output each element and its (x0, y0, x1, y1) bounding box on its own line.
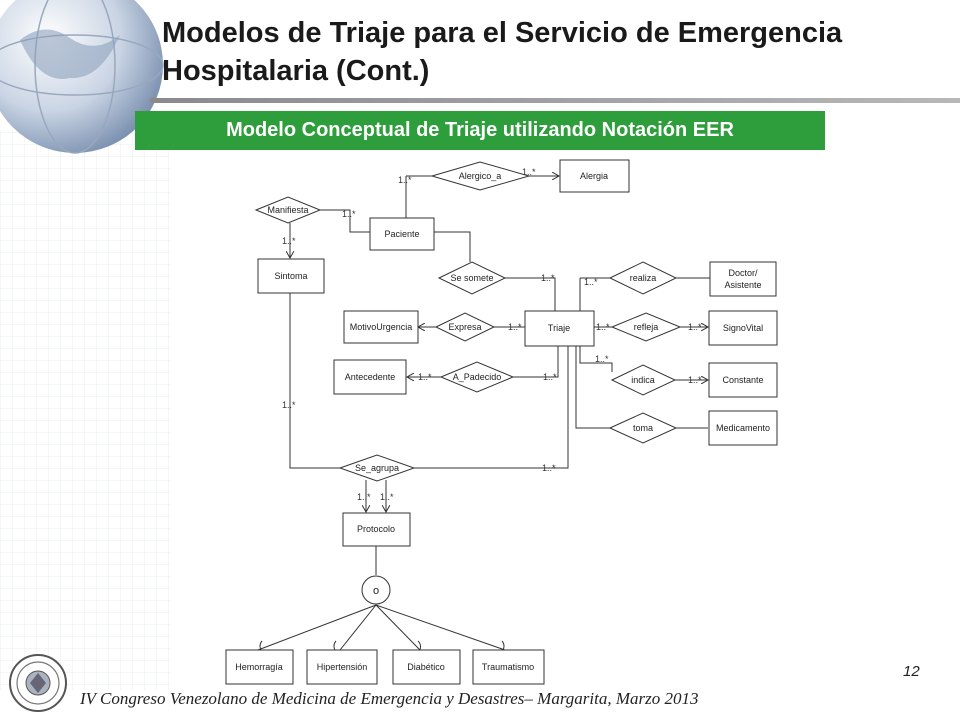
card-label: 1..* (542, 463, 556, 473)
svg-text:toma: toma (633, 423, 653, 433)
svg-text:Paciente: Paciente (384, 229, 419, 239)
connectors (257, 176, 710, 655)
svg-text:Manifiesta: Manifiesta (267, 205, 308, 215)
title-line-2: Hospitalaria (Cont.) (162, 55, 430, 87)
svg-text:Expresa: Expresa (448, 322, 481, 332)
svg-text:Constante: Constante (722, 375, 763, 385)
svg-text:Doctor/: Doctor/ (728, 268, 758, 278)
svg-text:realiza: realiza (630, 273, 657, 283)
svg-text:Medicamento: Medicamento (716, 423, 770, 433)
entity-diabetico: Diabético (392, 649, 461, 685)
svg-text:Alergia: Alergia (580, 171, 608, 181)
svg-text:Traumatismo: Traumatismo (482, 662, 534, 672)
entity-hemorragia: Hemorragía (225, 649, 294, 685)
page-number: 12 (903, 663, 920, 680)
card-label: 1..* (418, 372, 432, 382)
rel-toma: toma (608, 412, 678, 444)
card-label: 1..* (688, 375, 702, 385)
card-label: 1..* (596, 322, 610, 332)
svg-text:Sintoma: Sintoma (274, 271, 307, 281)
rel-refleja: refleja (610, 312, 682, 342)
relationships: Alergico_a Manifiesta Se somete realiza … (254, 161, 682, 482)
entity-protocolo: Protocolo (342, 512, 411, 547)
cardinality-labels: 1..* 1..* 1..* 1..* 1..* 1..* 1..* 1..* … (282, 167, 702, 502)
footer-text: IV Congreso Venezolano de Medicina de Em… (80, 689, 699, 708)
entity-triaje: Triaje (524, 310, 595, 347)
specialization-circle: o (361, 575, 391, 605)
card-label: 1..* (398, 175, 412, 185)
entity-constante: Constante (708, 362, 778, 398)
svg-text:MotivoUrgencia: MotivoUrgencia (350, 322, 413, 332)
card-label: 1..* (342, 209, 356, 219)
title-line-1: Modelos de Triaje para el Servicio de Em… (162, 17, 843, 49)
entity-traumatismo: Traumatismo (472, 649, 545, 685)
rel-indica: indica (610, 364, 677, 396)
card-label: 1..* (688, 322, 702, 332)
card-label: 1..* (282, 236, 296, 246)
subtitle-banner: Modelo Conceptual de Triaje utilizando N… (135, 111, 825, 150)
rel-se-somete: Se somete (437, 261, 507, 295)
card-label: 1..* (357, 492, 371, 502)
rel-a-padecido: A_Padecido (439, 361, 515, 393)
svg-text:Se_agrupa: Se_agrupa (355, 463, 399, 473)
card-label: 1..* (380, 492, 394, 502)
card-label: 1..* (282, 400, 296, 410)
entity-antecedente: Antecedente (333, 359, 407, 395)
svg-text:Triaje: Triaje (548, 323, 570, 333)
svg-text:A_Padecido: A_Padecido (453, 372, 502, 382)
svg-text:SignoVital: SignoVital (723, 323, 763, 333)
entity-medicamento: Medicamento (708, 410, 778, 446)
svg-text:Hemorragía: Hemorragía (235, 662, 283, 672)
rel-alergico-a: Alergico_a (430, 161, 531, 191)
svg-text:o: o (373, 585, 379, 597)
entity-motivo-urgencia: MotivoUrgencia (343, 310, 419, 344)
entity-doctor-asistente: Doctor/ Asistente (709, 261, 777, 297)
rel-realiza: realiza (608, 261, 678, 295)
card-label: 1..* (508, 322, 522, 332)
rel-expresa: Expresa (434, 312, 496, 342)
card-label: 1..* (584, 277, 598, 287)
svg-text:Se somete: Se somete (450, 273, 493, 283)
svg-text:Diabético: Diabético (407, 662, 445, 672)
svg-text:Protocolo: Protocolo (357, 524, 395, 534)
entity-alergia: Alergia (559, 159, 630, 193)
entities: Alergia Paciente Sintoma Doctor/ Asisten… (225, 159, 778, 685)
slide-title: Modelos de Triaje para el Servicio de Em… (162, 14, 942, 90)
card-label: 1..* (522, 167, 536, 177)
card-label: 1..* (595, 354, 609, 364)
globe-icon (0, 0, 164, 154)
rel-se-agrupa: Se_agrupa (338, 454, 416, 482)
rel-manifiesta: Manifiesta (254, 196, 322, 224)
card-label: 1..* (541, 273, 555, 283)
svg-text:Alergico_a: Alergico_a (459, 171, 502, 181)
entity-sintoma: Sintoma (257, 258, 325, 294)
card-label: 1..* (543, 372, 557, 382)
svg-text:Hipertensión: Hipertensión (317, 662, 368, 672)
entity-signo-vital: SignoVital (708, 310, 778, 346)
entity-hipertension: Hipertensión (306, 649, 378, 685)
svg-text:Antecedente: Antecedente (345, 372, 396, 382)
svg-text:refleja: refleja (634, 322, 659, 332)
svg-text:indica: indica (631, 375, 655, 385)
entity-paciente: Paciente (369, 217, 435, 251)
svg-text:Asistente: Asistente (724, 280, 761, 290)
university-seal-icon (9, 654, 67, 712)
